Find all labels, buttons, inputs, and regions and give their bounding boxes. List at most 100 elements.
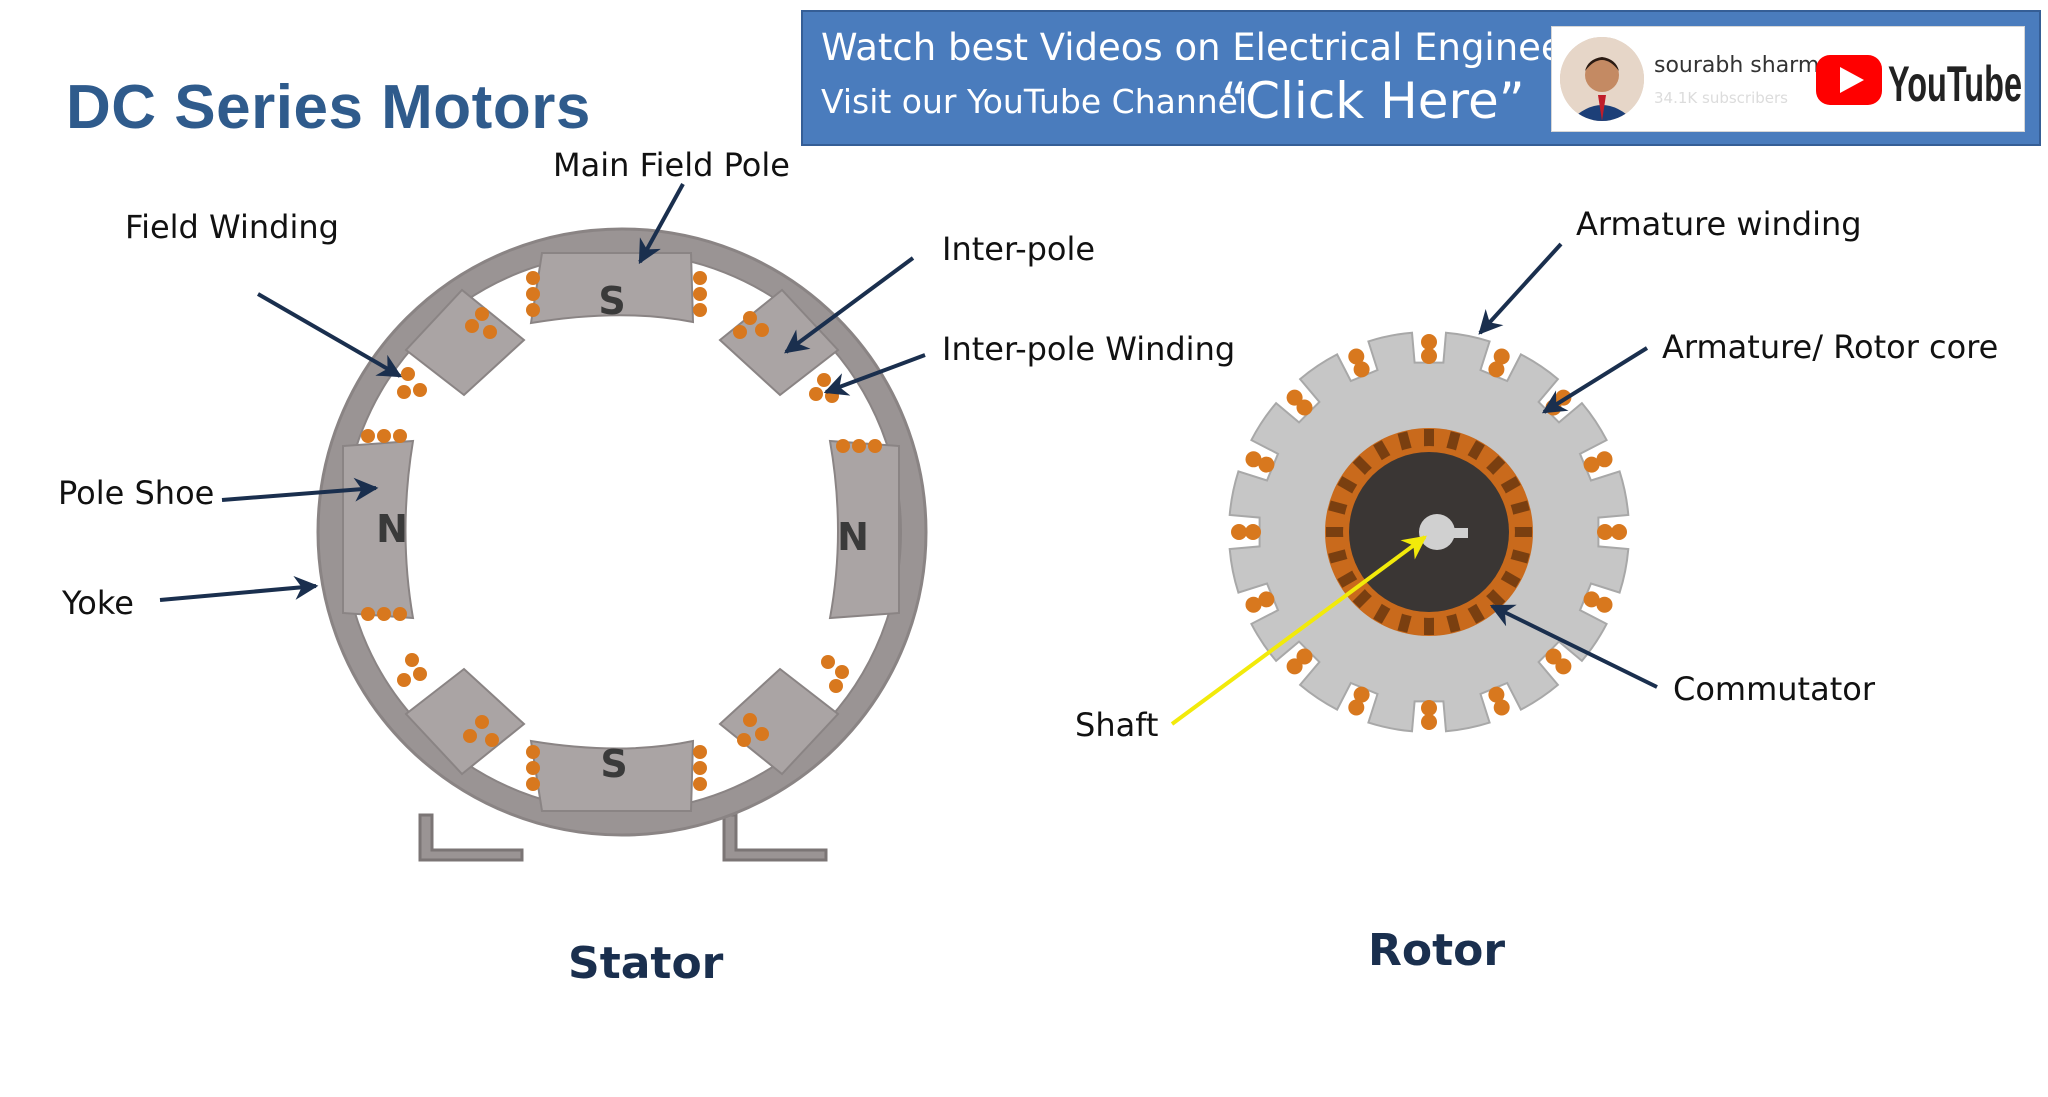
armature-coil xyxy=(1348,699,1365,716)
commutator-segment xyxy=(1397,431,1412,452)
armature-coil xyxy=(1488,686,1505,703)
label-pole-shoe: Pole Shoe xyxy=(58,474,215,512)
youtube-logo-icon[interactable]: YouTube xyxy=(1814,45,2026,117)
commutator-segment xyxy=(1373,603,1391,624)
commutator-segment xyxy=(1446,612,1461,633)
armature-coil xyxy=(1421,700,1437,716)
arrow-armature-core xyxy=(1541,346,1649,414)
label-main-field-pole: Main Field Pole xyxy=(553,146,790,184)
main-field-pole-top xyxy=(529,252,695,325)
commutator-segment xyxy=(1352,455,1373,476)
armature-coil xyxy=(1583,591,1600,608)
commutator-segment xyxy=(1509,500,1530,515)
click-here-link[interactable]: “Click Here” xyxy=(1221,72,1525,130)
armature-coil xyxy=(1421,714,1437,730)
pole-letter-right: N xyxy=(837,515,869,559)
commutator-segment xyxy=(1514,527,1532,537)
armature-coil xyxy=(1421,348,1437,364)
arrow-shaft xyxy=(1170,535,1427,726)
commutator-segment xyxy=(1500,570,1521,588)
pole-letter-top: S xyxy=(598,279,625,323)
armature-coil xyxy=(1596,451,1613,468)
arrow-inter-pole-winding xyxy=(823,353,926,396)
youtube-channel-card[interactable]: sourabh sharma 34.1K subscribers YouTube xyxy=(1551,26,2025,132)
armature-coil xyxy=(1493,348,1510,365)
shaft xyxy=(1419,514,1455,550)
commutator-segment xyxy=(1337,476,1358,494)
label-armature-core: Armature/ Rotor core xyxy=(1662,328,1999,366)
channel-subscriber-count: 34.1K subscribers xyxy=(1654,89,1788,107)
label-inter-pole: Inter-pole xyxy=(942,230,1096,268)
commutator-segment xyxy=(1485,455,1506,476)
stator: S N N S xyxy=(316,227,928,862)
commutator-segment xyxy=(1467,603,1485,624)
commutator-segment xyxy=(1337,570,1358,588)
armature-coil xyxy=(1545,648,1562,665)
shaft-key xyxy=(1452,528,1468,538)
armature-coil xyxy=(1296,399,1313,416)
arrow-commutator xyxy=(1489,604,1658,689)
commutator-segment xyxy=(1509,549,1530,564)
armature-coil xyxy=(1597,524,1613,540)
main-field-pole-right xyxy=(828,439,900,620)
arrow-main-field-pole xyxy=(638,183,685,265)
commutator-segment xyxy=(1328,500,1349,515)
armature-coil xyxy=(1245,524,1261,540)
armature-coil xyxy=(1258,591,1275,608)
commutator-segments xyxy=(1326,429,1532,635)
armature-winding-coils xyxy=(1231,334,1627,730)
inter-pole-bottom-left xyxy=(404,667,526,776)
arrow-inter-pole xyxy=(784,256,915,354)
arrow-yoke xyxy=(159,575,319,602)
armature-coil xyxy=(1596,596,1613,613)
banner-subline: Visit our YouTube Channel xyxy=(821,82,1248,121)
youtube-wordmark: YouTube xyxy=(1888,56,2022,112)
commutator-segment xyxy=(1446,431,1461,452)
label-commutator: Commutator xyxy=(1673,670,1875,708)
arrow-field-winding xyxy=(256,292,403,378)
page-title: DC Series Motors xyxy=(66,73,591,142)
armature-coil xyxy=(1286,389,1303,406)
rotor-caption: Rotor xyxy=(1368,925,1506,976)
leader-arrows xyxy=(159,183,1658,689)
armature-coil xyxy=(1611,524,1627,540)
armature-coil xyxy=(1583,456,1600,473)
commutator-segment xyxy=(1424,429,1434,447)
label-inter-pole-winding: Inter-pole Winding xyxy=(942,330,1236,368)
youtube-promo-banner[interactable]: Watch best Videos on Electrical Engineer… xyxy=(801,10,2041,146)
stator-caption: Stator xyxy=(568,938,724,989)
armature-coil xyxy=(1245,451,1262,468)
armature-coil xyxy=(1555,658,1572,675)
armature-coil xyxy=(1421,334,1437,350)
armature-coil xyxy=(1348,348,1365,365)
armature-coil xyxy=(1353,686,1370,703)
arrow-pole-shoe xyxy=(221,477,379,502)
field-winding-coils xyxy=(361,271,882,791)
armature-coil xyxy=(1296,648,1313,665)
armature-coil xyxy=(1353,361,1370,378)
commutator-segment xyxy=(1326,527,1344,537)
label-armature-winding: Armature winding xyxy=(1576,205,1862,243)
arrow-armature-winding xyxy=(1478,242,1563,335)
armature-coil xyxy=(1493,699,1510,716)
commutator-segment xyxy=(1485,588,1506,609)
pole-letter-bottom: S xyxy=(600,742,627,786)
label-yoke: Yoke xyxy=(62,584,134,622)
inter-pole-top-left xyxy=(404,288,526,397)
armature-coil xyxy=(1286,658,1303,675)
stator-foot-left xyxy=(418,813,524,862)
main-field-pole-bottom xyxy=(529,739,695,812)
commutator-segment xyxy=(1424,617,1434,635)
armature-coil xyxy=(1231,524,1247,540)
armature-coil xyxy=(1488,361,1505,378)
commutator-segment xyxy=(1373,440,1391,461)
commutator-segment xyxy=(1500,476,1521,494)
commutator-segment xyxy=(1467,440,1485,461)
channel-name: sourabh sharma xyxy=(1654,53,1833,78)
stator-foot-right xyxy=(722,813,828,862)
rotor xyxy=(1228,331,1630,733)
inter-pole-bottom-right xyxy=(718,667,840,776)
commutator-segment xyxy=(1397,612,1412,633)
armature-coil xyxy=(1258,456,1275,473)
